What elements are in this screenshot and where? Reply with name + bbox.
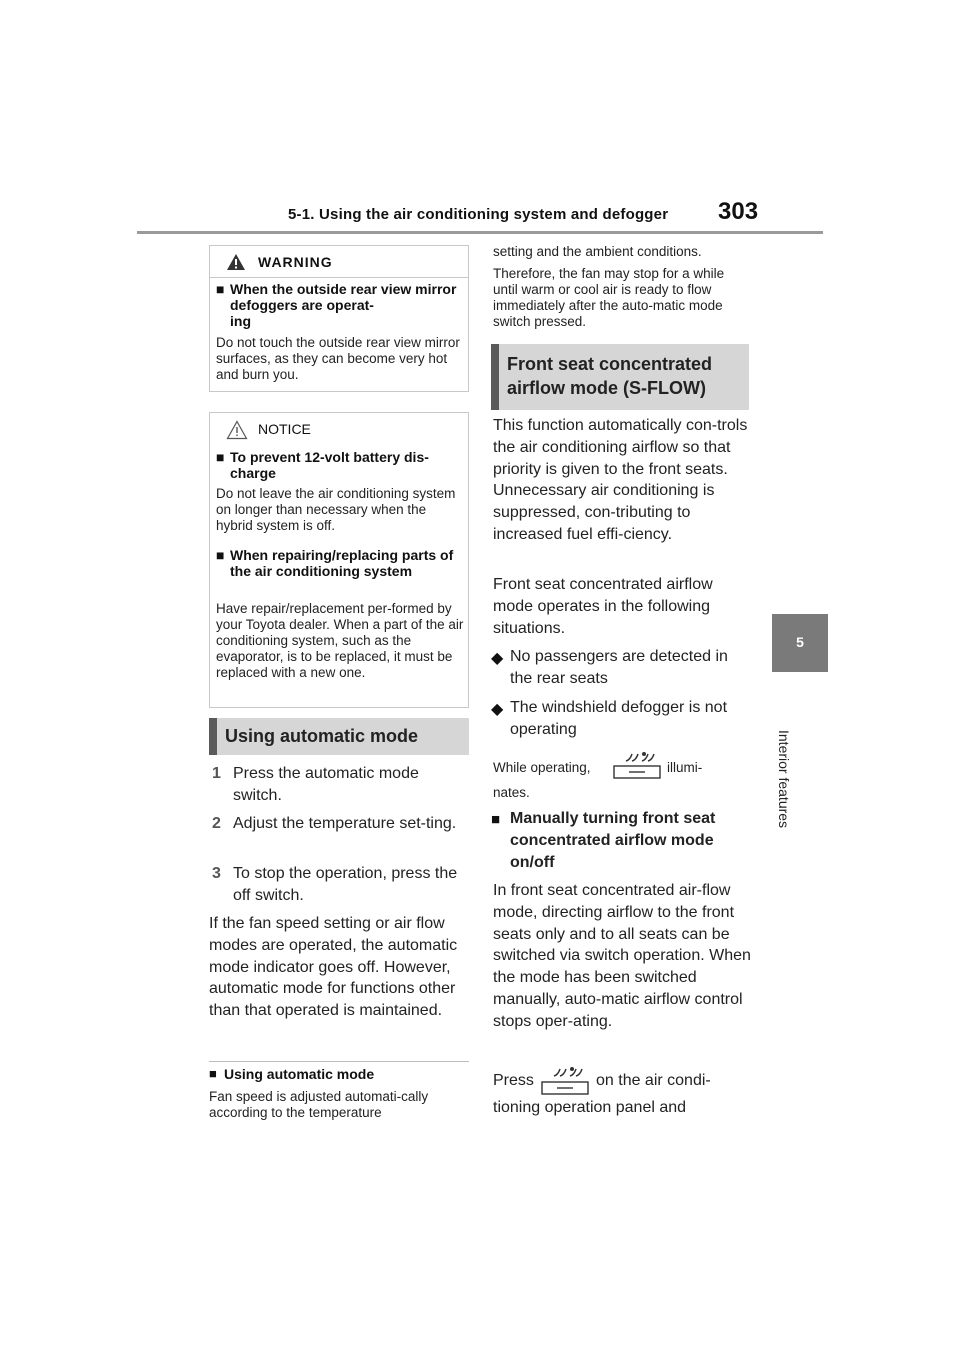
chapter-label-text: Interior features <box>776 730 792 829</box>
divider <box>209 1061 469 1062</box>
notice-text2: Have repair/replacement per-formed by yo… <box>216 601 464 680</box>
warning-title: WARNING <box>258 254 333 270</box>
chapter-tab <box>772 614 828 672</box>
warning-text: Do not touch the outside rear view mirro… <box>216 335 460 382</box>
sflow-intro: This function automatically con-trols th… <box>493 417 748 543</box>
while-suffix-2: nates. <box>493 785 530 800</box>
diamond-bullet-icon: ◆ <box>491 650 504 667</box>
warning-triangle-icon <box>227 254 245 270</box>
note-heading: Using automatic mode <box>224 1066 375 1082</box>
square-bullet-icon: ■ <box>491 811 501 828</box>
section-heading-auto: Using automatic mode <box>209 718 469 755</box>
manual-text: In front seat concentrated air-flow mode… <box>493 882 751 1030</box>
chapter-number: 5 <box>796 634 804 650</box>
header-rule <box>137 231 823 234</box>
manual-heading: Manually turning front seat concentrated… <box>510 810 716 871</box>
sflow-situations-intro: Front seat concentrated airflow mode ope… <box>493 576 713 637</box>
auto-mode-paragraph: If the fan speed setting or air flow mod… <box>209 915 458 1020</box>
while-suffix: illumi- <box>667 760 703 775</box>
notice-header: NOTICE <box>210 413 468 443</box>
square-bullet-icon: ■ <box>216 547 225 563</box>
page-number: 303 <box>718 198 759 225</box>
section-heading-sflow: Front seat concentrated airflow mode (S-… <box>491 344 749 410</box>
note-text: Fan speed is adjusted automati-cally acc… <box>209 1089 429 1120</box>
step-text: Adjust the temperature set-ting. <box>233 815 457 832</box>
step-number: 2 <box>212 815 221 832</box>
continued-text-2: Therefore, the fan may stop for a while … <box>493 266 725 329</box>
step-number: 1 <box>212 765 221 782</box>
header-title: 5-1. Using the air conditioning system a… <box>288 206 669 223</box>
square-bullet-icon: ■ <box>216 449 225 465</box>
warning-subheading: When the outside rear view mirror defogg… <box>230 281 457 329</box>
square-bullet-icon: ■ <box>209 1066 217 1081</box>
notice-sub1: To prevent 12-volt battery dis- charge <box>230 449 429 481</box>
notice-box: NOTICE ■ To prevent 12-volt battery dis-… <box>209 412 469 708</box>
notice-text1: Do not leave the air conditioning system… <box>216 486 456 533</box>
step-text: Press the automatic mode switch. <box>233 765 419 804</box>
press-prefix: Press <box>493 1072 534 1089</box>
notice-sub2: When repairing/replacing parts of the ai… <box>230 547 454 579</box>
diamond-bullet-icon: ◆ <box>491 701 504 718</box>
bullet-item: The windshield defogger is not operating <box>510 699 728 738</box>
notice-title: NOTICE <box>258 421 311 437</box>
warning-header: WARNING <box>210 246 468 278</box>
notice-triangle-icon <box>226 420 248 440</box>
sflow-switch-icon <box>541 1067 589 1095</box>
bullet-item: No passengers are detected in the rear s… <box>510 648 728 687</box>
sflow-switch-icon <box>613 752 661 779</box>
square-bullet-icon: ■ <box>216 281 225 297</box>
press-suffix: on the air condi- <box>596 1072 711 1089</box>
step-number: 3 <box>212 865 221 882</box>
press-suffix-2: tioning operation panel and <box>493 1099 687 1116</box>
chapter-label: Interior features <box>766 730 806 828</box>
continued-text-1: setting and the ambient conditions. <box>493 244 702 259</box>
while-prefix: While operating, <box>493 760 591 775</box>
step-text: To stop the operation, press the off swi… <box>233 865 458 904</box>
warning-box: WARNING ■ When the outside rear view mir… <box>209 245 469 392</box>
